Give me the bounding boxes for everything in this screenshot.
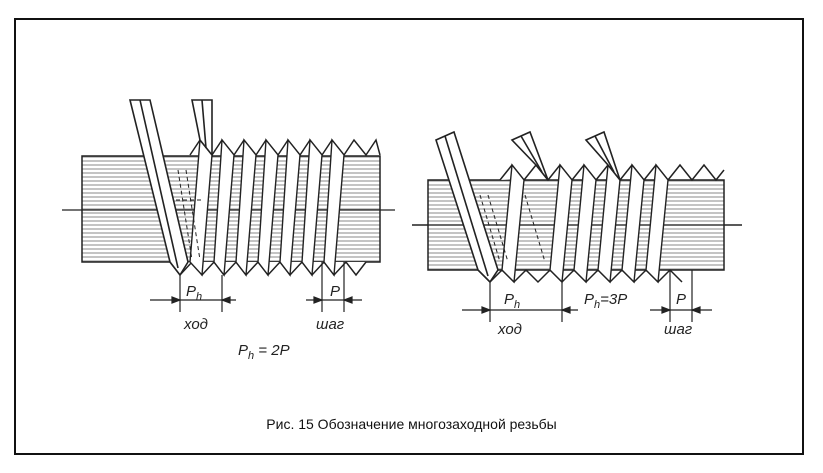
left-formula: Ph = 2P (238, 342, 290, 362)
left-lead-word: ход (183, 316, 208, 333)
left-dimensions (150, 262, 362, 312)
right-thread-flanks (501, 163, 669, 284)
right-pitch-symbol: P (676, 291, 686, 308)
right-hidden-lines (479, 194, 546, 263)
left-pitch-symbol: P (330, 283, 340, 300)
right-thread-starts (435, 130, 621, 284)
left-pitch-word: шаг (316, 316, 345, 333)
left-hidden-lines (176, 169, 204, 261)
left-thread-starts (128, 99, 213, 277)
left-thread-flanks (189, 138, 345, 277)
left-thread-crests (189, 138, 381, 157)
right-dimensions (462, 270, 712, 322)
two-start-thread-diagram: Ph ход P шаг Ph = 2P (62, 99, 395, 362)
right-pitch-word: шаг (664, 321, 693, 338)
three-start-thread-diagram: Ph ход Ph=3P P шаг (412, 130, 742, 338)
left-lead-symbol: Ph (186, 283, 202, 303)
right-lead-symbol: Ph (504, 291, 520, 311)
figure-caption: Рис. 15 Обозначение многозаходной резьбы (266, 416, 557, 432)
right-formula: Ph=3P (584, 291, 627, 311)
right-lead-word: ход (497, 321, 522, 338)
